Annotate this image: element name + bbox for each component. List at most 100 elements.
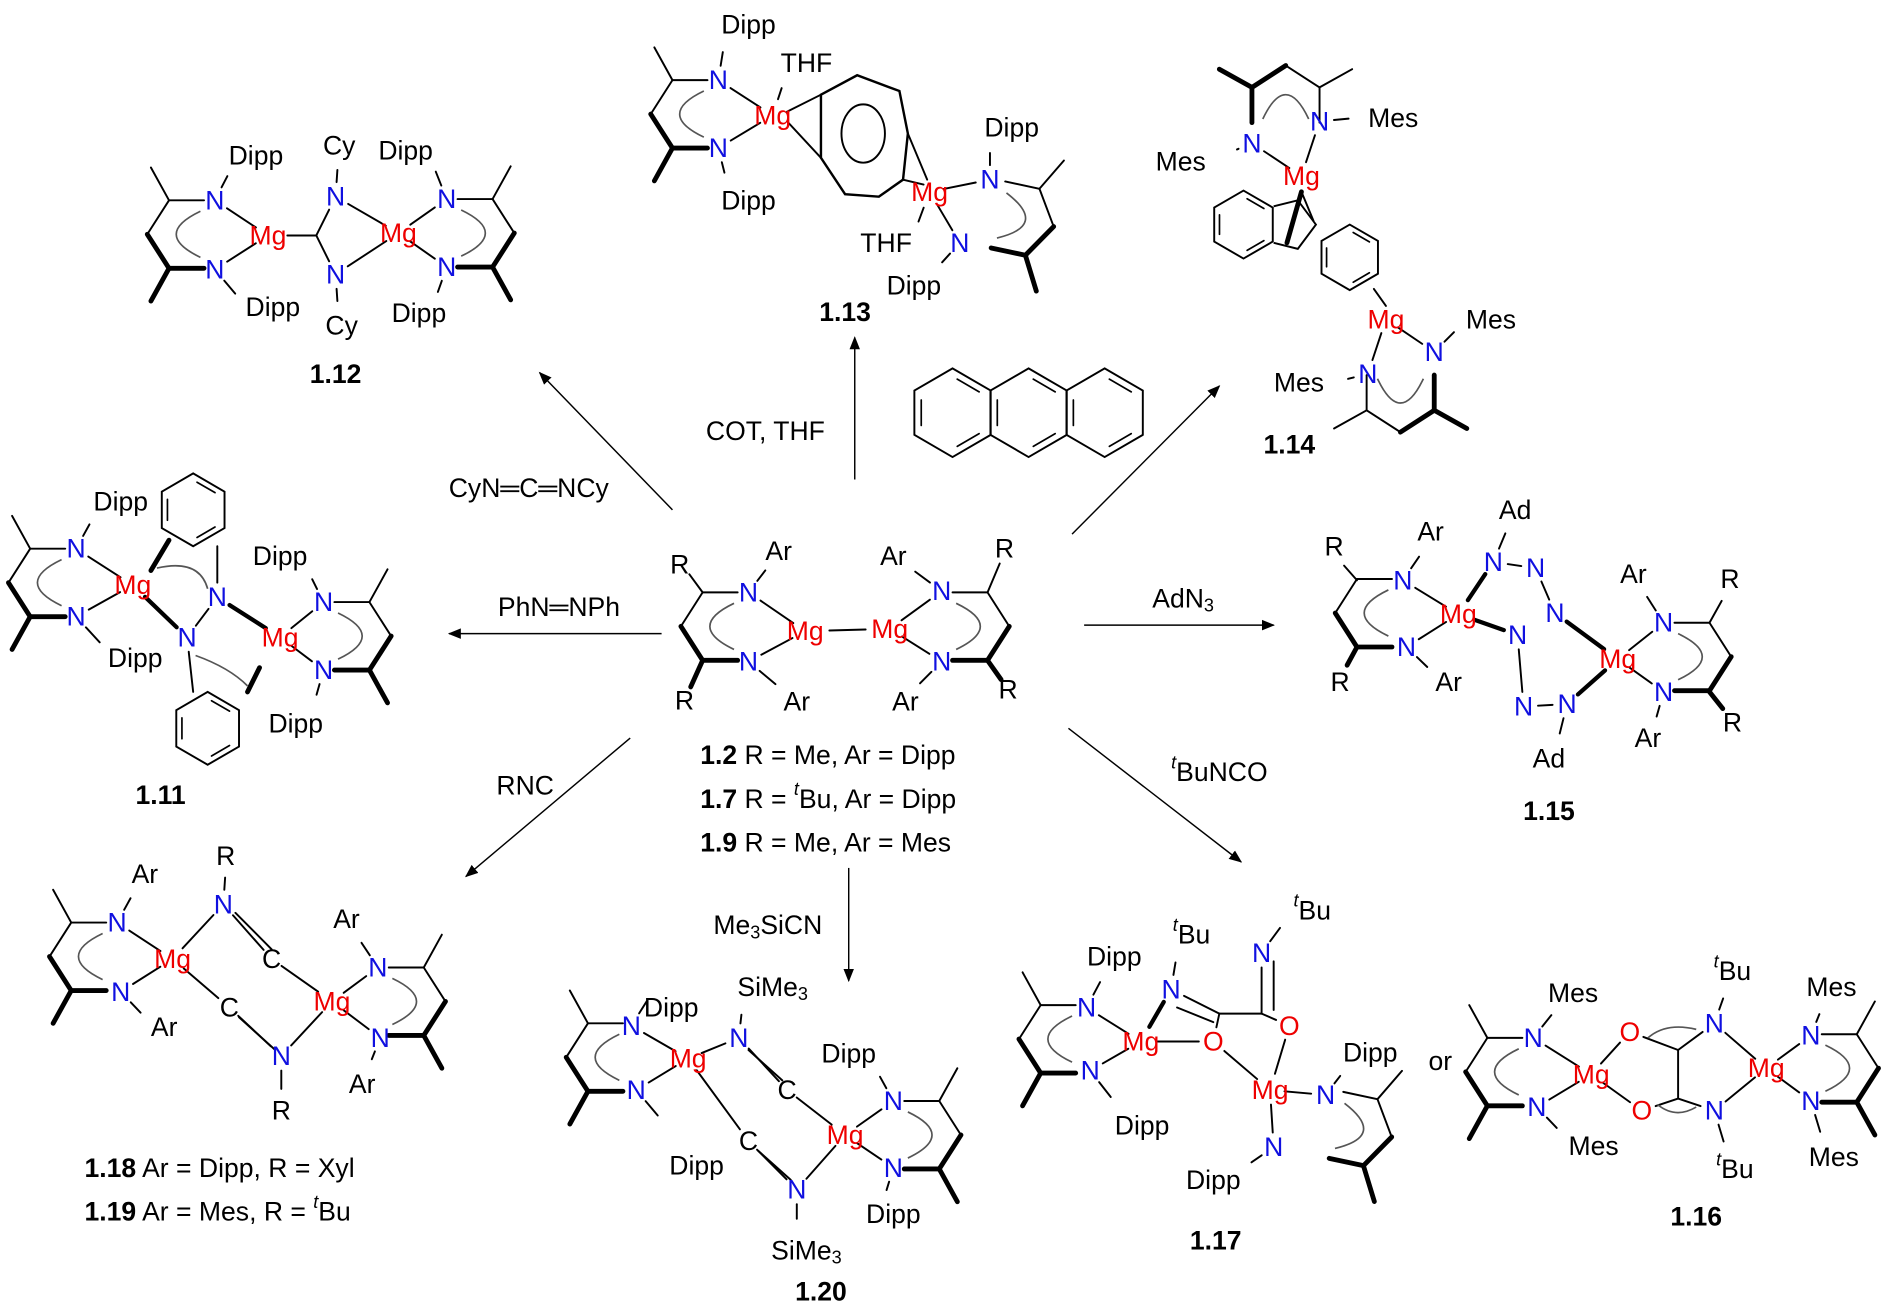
bond	[988, 245, 1028, 258]
reagent-me3sicn-part: SiCN	[760, 910, 822, 940]
delocalization-arc	[1647, 1026, 1697, 1039]
legend-line-1-19-part: t	[313, 1192, 319, 1212]
nitrogen-atom: N	[1557, 689, 1576, 719]
bond	[280, 964, 320, 993]
bond	[1396, 326, 1424, 345]
substituent-dipp: Dipp	[866, 1199, 921, 1229]
delocalization-arc	[36, 558, 62, 607]
bond	[1333, 1074, 1342, 1085]
bond	[1371, 332, 1383, 362]
methyl-bond	[938, 1067, 959, 1102]
bond	[370, 1050, 376, 1061]
methyl-bond	[422, 933, 443, 969]
bond	[1537, 703, 1554, 707]
bond	[290, 610, 314, 630]
bond	[347, 202, 387, 227]
carbon-atom: C	[778, 1075, 797, 1105]
anthracene-ring	[913, 367, 992, 459]
bond	[1464, 1036, 1489, 1073]
bond	[688, 657, 706, 690]
bond	[1270, 1103, 1274, 1134]
compound-number-1-17: 1.17	[1190, 1226, 1242, 1256]
legend-line-1-2-part: 1.2	[700, 740, 737, 770]
bond	[678, 623, 706, 663]
substituent-tbu-part: Bu	[1719, 956, 1751, 986]
bond	[360, 941, 371, 957]
bond	[942, 181, 977, 190]
delocalization-arc	[1262, 93, 1310, 120]
bond	[795, 1096, 833, 1126]
bond	[695, 1069, 741, 1131]
bond	[1410, 555, 1421, 570]
delocalization-arc	[1825, 1044, 1851, 1093]
nitrogen-atom: N	[178, 622, 197, 652]
methyl-bond	[1022, 252, 1039, 294]
bond	[1415, 656, 1429, 668]
bond	[1814, 1113, 1822, 1133]
bond	[315, 683, 321, 696]
bond	[1032, 378, 1057, 393]
legend-line-1-7-part: Bu, Ar = Dipp	[799, 784, 956, 814]
bond	[1646, 595, 1657, 612]
delocalization-arc	[1047, 1015, 1073, 1063]
substituent-r: R	[1720, 564, 1739, 594]
nitrogen-atom: N	[1526, 553, 1545, 583]
nitrogen-atom: N	[1508, 620, 1527, 650]
nacnac-backbone	[678, 591, 741, 663]
bond	[1016, 1036, 1044, 1076]
methyl-bond	[1361, 1163, 1377, 1204]
bond	[700, 1042, 727, 1055]
nitrogen-atom: N	[208, 582, 227, 612]
bond	[422, 966, 447, 1003]
bond	[642, 1032, 677, 1053]
substituent-ar: Ar	[132, 859, 159, 889]
nitrogen-atom: N	[1801, 1020, 1820, 1050]
nitrogen-atom: N	[1242, 128, 1261, 158]
substituent-mes: Mes	[1368, 103, 1418, 133]
substituent-sime3-part: SiMe	[737, 972, 798, 1002]
bond	[146, 199, 170, 236]
bond	[1558, 717, 1565, 735]
bond	[84, 626, 101, 644]
bond	[342, 975, 368, 994]
methyl-bond	[421, 1033, 445, 1071]
delocalization-arc	[907, 1111, 933, 1159]
magnesium-atom: Mg	[670, 1043, 707, 1073]
magnesium-atom: Mg	[1122, 1026, 1159, 1056]
magnesium-atom: Mg	[1252, 1075, 1289, 1105]
magnesium-atom: Mg	[114, 570, 151, 600]
bond	[1263, 150, 1291, 169]
bond	[1443, 331, 1455, 343]
delocalization-arc	[1363, 589, 1389, 637]
nacnac-backbone	[47, 888, 109, 1026]
oxygen-atom: O	[1619, 1017, 1640, 1047]
legend-line-1-7-part: R =	[737, 784, 794, 814]
bond	[1417, 621, 1448, 641]
nitrogen-atom: N	[884, 1086, 903, 1116]
benzene-ring	[175, 690, 240, 766]
bond	[87, 555, 122, 579]
substituent-mes: Mes	[1156, 146, 1206, 176]
bond	[906, 132, 929, 181]
reagent-tbunco-part: BuNCO	[1176, 757, 1267, 787]
methyl-bond	[1376, 1069, 1403, 1101]
bond	[196, 481, 216, 494]
bond	[986, 562, 1001, 594]
bond	[409, 240, 436, 260]
legend-line-1-19-part: Bu	[318, 1196, 350, 1226]
bond	[759, 599, 795, 624]
reagent-carbodiimide: CyN═C═NCy	[449, 473, 610, 503]
bond	[900, 598, 931, 622]
bond	[747, 1049, 784, 1082]
delocalization-arc	[709, 602, 735, 651]
substituent-dipp: Dipp	[644, 992, 699, 1022]
nitrogen-atom: N	[205, 185, 224, 215]
bond	[828, 628, 867, 632]
methyl-bond	[936, 1166, 960, 1205]
legend-line-1-2-part: R = Me, Ar = Dipp	[737, 740, 955, 770]
bond	[367, 633, 394, 673]
substituent-r: R	[995, 534, 1014, 564]
bond	[1628, 666, 1653, 685]
magnesium-atom: Mg	[871, 614, 908, 644]
bond	[856, 1142, 883, 1161]
